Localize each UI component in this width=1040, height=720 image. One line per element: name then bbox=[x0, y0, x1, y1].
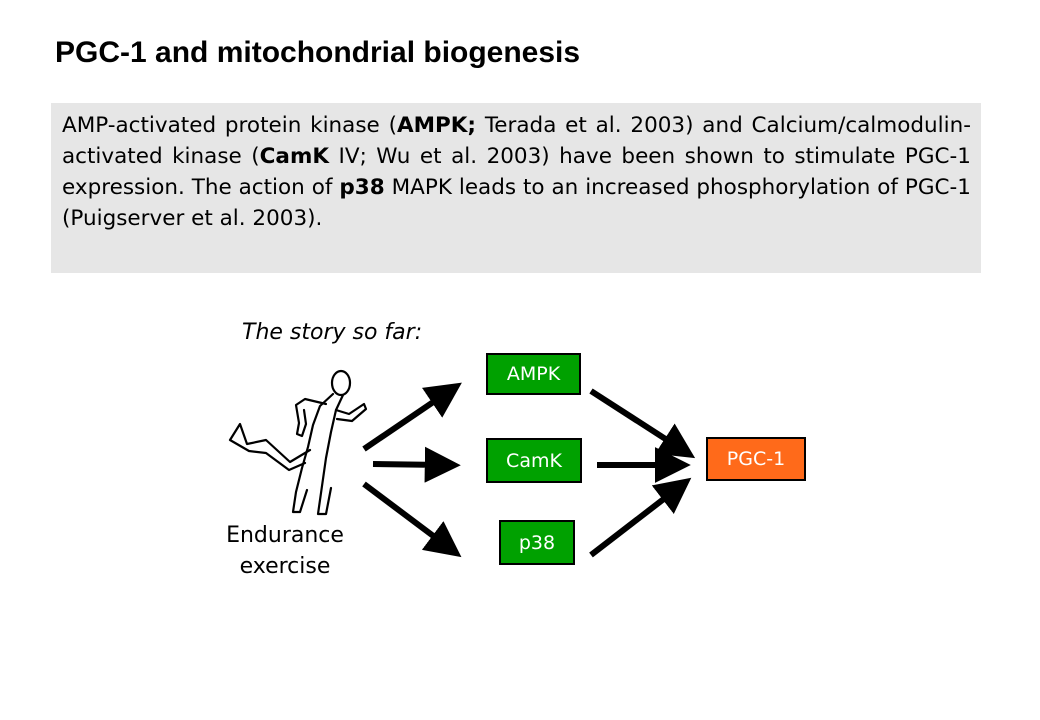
endurance-exercise-label: Endurance exercise bbox=[205, 520, 365, 582]
ampk-box: AMPK bbox=[486, 353, 581, 395]
slide-title: PGC-1 and mitochondrial biogenesis bbox=[55, 36, 581, 69]
p38-box: p38 bbox=[499, 520, 575, 565]
running-person-icon bbox=[228, 369, 368, 516]
story-label: The story so far: bbox=[242, 320, 423, 345]
paragraph-text-run: MAPK leads to an increased phosphorylati… bbox=[62, 175, 971, 231]
paragraph-text-run: IV; Wu et al. 2003) have been shown to s… bbox=[62, 144, 971, 200]
paragraph-text-run: AMP-activated protein kinase ( bbox=[62, 113, 397, 138]
pgc1-box: PGC-1 bbox=[706, 437, 806, 481]
camk-box: CamK bbox=[486, 438, 582, 483]
arrows-exercise-to-kinases bbox=[362, 382, 462, 558]
paragraph-bold-term: AMPK; bbox=[396, 113, 477, 138]
exercise-label-line1: Endurance bbox=[226, 523, 344, 548]
paragraph-bold-term: p38 bbox=[339, 175, 385, 200]
exercise-label-line2: exercise bbox=[239, 554, 331, 579]
arrows-kinases-to-pgc1 bbox=[589, 388, 696, 558]
description-paragraph: AMP-activated protein kinase (AMPK; Tera… bbox=[51, 103, 981, 273]
paragraph-bold-term: CamK bbox=[259, 144, 330, 169]
paragraph-text-run: Terada et al. 2003) and Calcium/calmodul… bbox=[62, 113, 971, 169]
